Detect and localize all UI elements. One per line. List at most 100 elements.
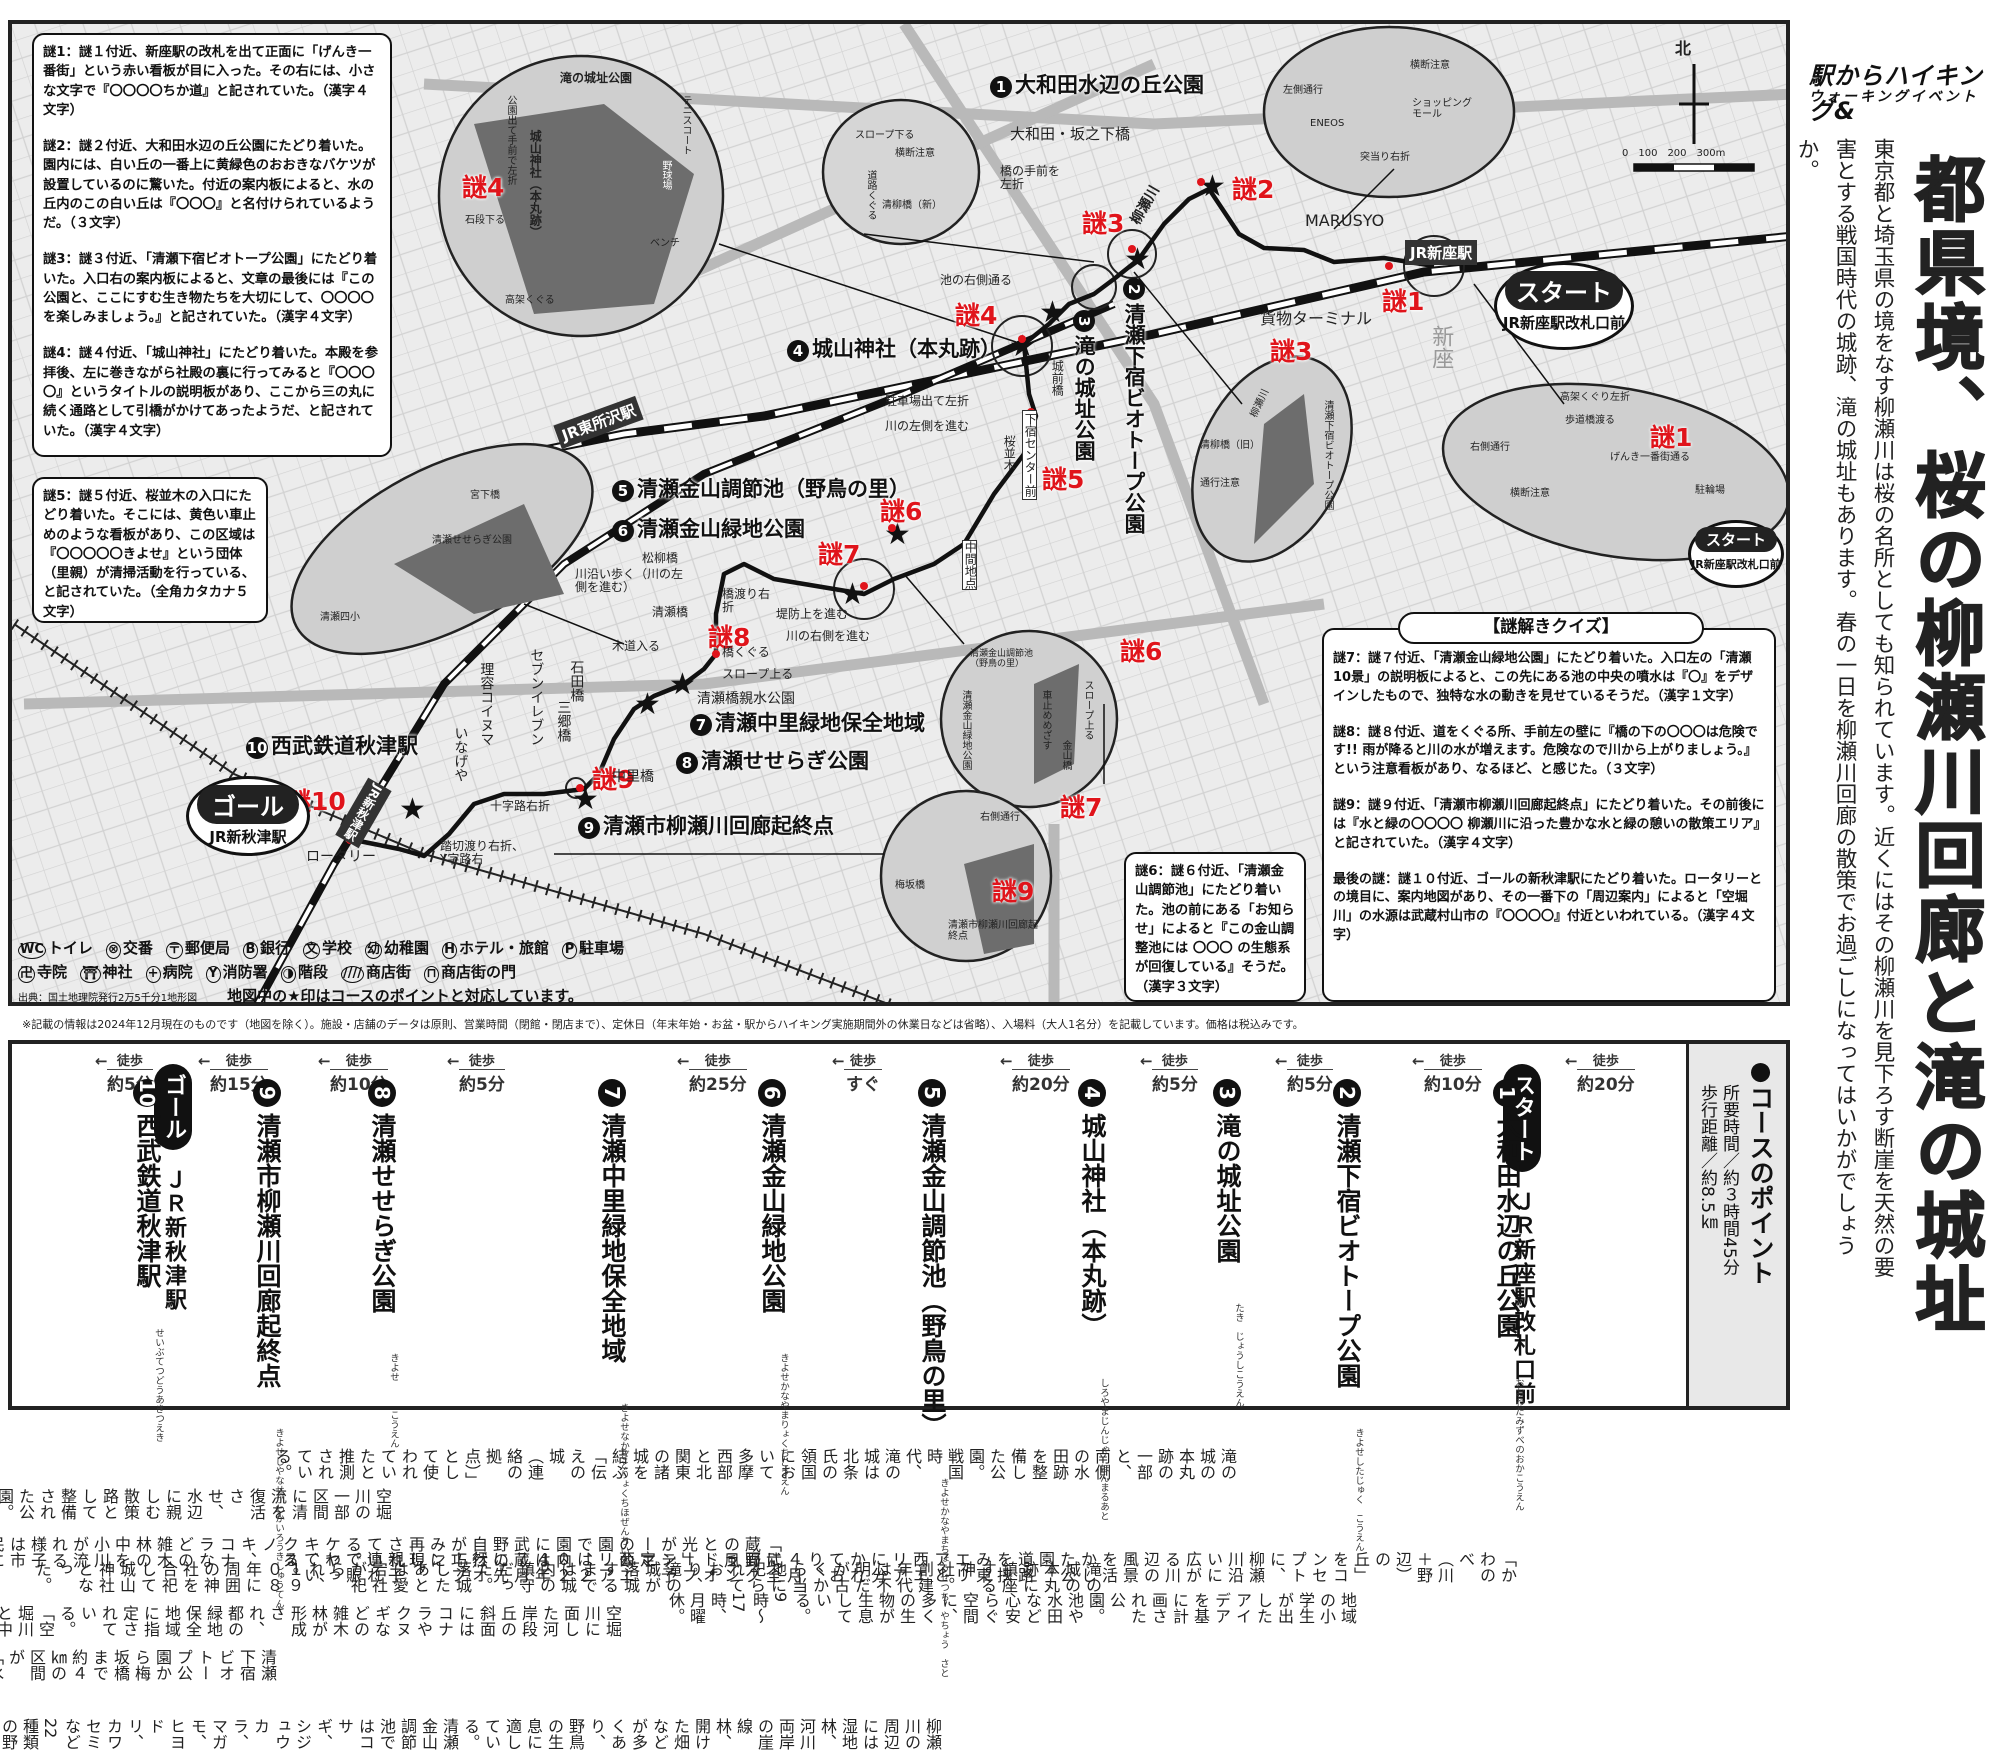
nazo-9: 謎9 xyxy=(592,765,635,794)
legend-label: トイレ xyxy=(47,939,93,957)
inset-label: げんき一番街通る xyxy=(1610,452,1690,463)
legend-label: 階段 xyxy=(297,963,328,981)
inset-label: 清柳橋（新） xyxy=(882,200,942,211)
nazo-8: 謎8 xyxy=(708,623,751,652)
inset-label: 駐輪場 xyxy=(1695,485,1725,496)
map-label: 松柳橋 xyxy=(642,551,679,565)
walk-arrow-label: 徒歩 xyxy=(330,1050,388,1070)
legend-item: ⛩神社 xyxy=(80,963,133,983)
walk-arrow-label: 徒歩 xyxy=(1424,1050,1482,1070)
legend-label: 幼稚園 xyxy=(384,939,430,957)
inset-label: 石段下る xyxy=(465,215,505,226)
lead-text: 東京都と埼玉県の境をなす柳瀬川は桜の名所としても知られています。近くにはその柳瀬… xyxy=(1794,138,1895,1278)
course-distance: 歩行距離／約8.5㎞ xyxy=(1697,1084,1717,1231)
inset-park-areas xyxy=(394,104,1314,954)
point-number: 8 xyxy=(368,1079,396,1107)
nazo-4: 謎4 xyxy=(955,301,998,330)
legend-item: 幼幼稚園 xyxy=(365,939,430,959)
inset-label: 野球場 xyxy=(660,160,671,190)
course-point-title: 10西武鉄道秋津駅 xyxy=(132,1079,164,1288)
puzzle-3: 謎3：謎３付近、「清瀬下宿ビオトープ公園」にたどり着いた。入口右の案内板によると… xyxy=(43,252,378,326)
legend-label: 郵便局 xyxy=(184,939,230,957)
inset-label: 清瀬金山調節池（野鳥の里） xyxy=(970,649,1034,669)
point-number: 5 xyxy=(612,480,634,502)
point-number: 8 xyxy=(676,752,698,774)
point-number: 4 xyxy=(1078,1079,1106,1107)
start-station: ＪＲ新座駅改札口前 xyxy=(1510,1190,1535,1406)
course-point-title: 3滝の城址公園 xyxy=(272,1079,1244,1263)
map-label: 貨物ターミナル xyxy=(1260,309,1373,328)
point-furigana: たき じょうしこうえん xyxy=(1233,1303,1244,1408)
legend-icon: ⊓ xyxy=(423,966,439,983)
start-station: JR新座駅改札口前 xyxy=(1502,314,1626,332)
puzzle-6: 謎6：謎６付近、「清瀬金山調節池」にたどり着いた。池の前にある「お知らせ」による… xyxy=(1135,864,1295,995)
course-point-title: 6清瀬金山緑地公園 xyxy=(0,1079,789,1313)
legend-label: 銀行 xyxy=(259,939,290,957)
legend-icon: ⊗ xyxy=(105,942,121,959)
map-label: 清瀬橋 xyxy=(652,605,689,619)
brand-logo: 駅からハイキング& xyxy=(1809,62,1983,125)
puzzle-7: 謎7：謎７付近、「清瀬金山緑地公園」にたどり着いた。入口左の「清瀬10景」の説明… xyxy=(1333,651,1754,704)
point-number: 7 xyxy=(690,714,712,736)
point-number: 10 xyxy=(246,737,268,759)
nazo-1: 謎1 xyxy=(1382,287,1425,316)
inset-label: 右側通行 xyxy=(980,812,1020,823)
course-point-title: 5清瀬金山調節池（野鳥の里） xyxy=(0,1079,949,1438)
start-label: スタート xyxy=(1505,271,1623,310)
scale-label: 0 100 200 300m xyxy=(1622,148,1726,159)
map-label: 十字路右折 xyxy=(490,799,551,813)
inset-label: ENEOS xyxy=(1310,118,1345,129)
walk-duration: 約5分 xyxy=(1152,1075,1198,1095)
north-label: 北 xyxy=(1675,39,1692,58)
legend-item: ////商店街 xyxy=(340,963,411,983)
nazo-3-inset: 謎3 xyxy=(1270,337,1313,366)
course-point-title: 8 清瀬せせらぎ公園 xyxy=(0,1079,399,1313)
legend-label: 商店街の門 xyxy=(440,963,516,981)
goal-pill: ゴール xyxy=(154,1064,192,1150)
walk-arrow-label: 徒歩 xyxy=(1152,1050,1198,1070)
quiz-heading: 【謎解きクイズ】 xyxy=(1398,612,1704,644)
map-label: スロープ上る xyxy=(722,667,794,681)
nazo-7-inset: 謎7 xyxy=(1060,793,1103,822)
course-point-title: 4城山神社（本丸跡） xyxy=(32,1079,1109,1338)
map-label: ロータリー xyxy=(306,849,376,865)
inset-label: 清瀬市柳瀬川回廊起終点 xyxy=(948,920,1038,942)
map-label: 駐車場出て左折 xyxy=(885,394,970,408)
legend-item: +病院 xyxy=(145,963,193,983)
footnote: ※記載の情報は2024年12月現在のものです（地図を除く）。施設・店舗のデータは… xyxy=(22,1018,1304,1031)
walk-arrow-label: 徒歩 xyxy=(459,1050,505,1070)
nazo-2: 謎2 xyxy=(1232,175,1275,204)
walking-route xyxy=(348,186,1435,859)
point-number: 4 xyxy=(787,340,809,362)
north-arrow xyxy=(1679,64,1709,144)
inset-label: 横断注意 xyxy=(1410,60,1450,71)
course-point-title: 1大和田水辺の丘公園 xyxy=(279,1079,1524,1338)
point-description: 清瀬下宿ビオトープ公園から梅坂橋まで約４㎞の区間が「水と緑の回廊」として整備され… xyxy=(0,1648,277,1681)
legend-icon: 卍 xyxy=(18,966,36,983)
inset-label: 清瀬金山緑地公園 xyxy=(960,690,971,770)
star-icon: ★ xyxy=(1199,169,1226,204)
inset-label: テニスコート xyxy=(680,95,691,155)
course-heading: ●コースのポイント xyxy=(1746,1056,1775,1285)
point-title: 清瀬せせらぎ公園 xyxy=(368,1113,397,1313)
star-icon: ★ xyxy=(669,667,696,702)
puzzle-5: 謎5：謎５付近、桜並木の入口にたどり着いた。そこには、黄色い車止めのような看板が… xyxy=(43,489,256,620)
point-title: 滝の城址公園 xyxy=(1213,1113,1242,1263)
legend-icon: P xyxy=(562,942,578,959)
map-label: 中里橋 xyxy=(612,769,654,785)
map-label: 理容コイヌマ xyxy=(478,662,495,746)
inset-label: 高架くぐり左折 xyxy=(1560,392,1630,403)
scale-bar xyxy=(1633,163,1755,172)
